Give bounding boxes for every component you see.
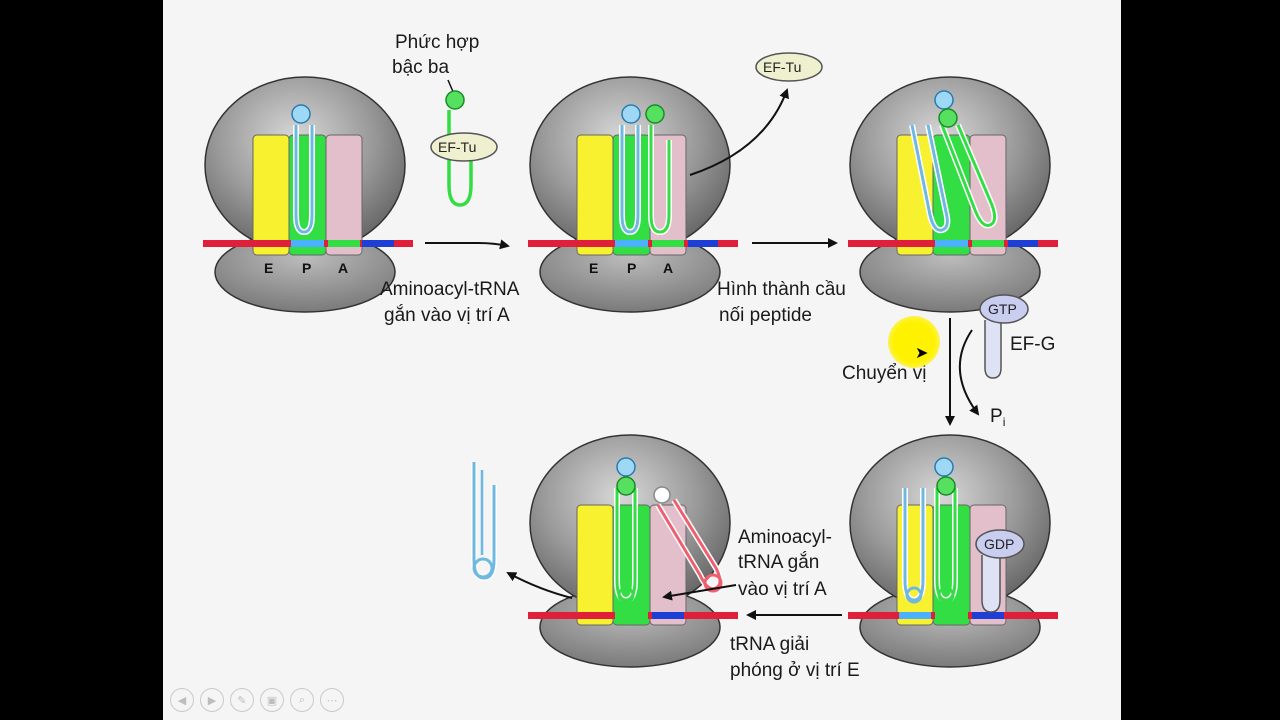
step1-label-2: gắn vào vị trí A (384, 304, 510, 326)
arrow-ef-tu-release (689, 88, 789, 176)
mrna-codon-p (291, 240, 324, 247)
mrna-codon-e (328, 240, 360, 247)
ef-g-label: EF-G (1010, 334, 1055, 355)
mrna-codon-p (615, 612, 648, 619)
gtp-label: GTP (988, 301, 1017, 317)
trna-exit (902, 488, 926, 604)
site-p-label: P (302, 260, 311, 276)
ribosome-5 (528, 434, 738, 668)
e-site (252, 134, 290, 256)
ternary-complex: Phức hợp bậc ba EF-Tu (392, 32, 498, 207)
trna-released (471, 462, 497, 582)
ribosome-4: GDP (848, 434, 1058, 668)
amino-acid (445, 90, 465, 110)
a-site (325, 134, 363, 256)
arrow-trna-release (506, 572, 573, 599)
step4-label-1: Aminoacyl- (738, 527, 832, 548)
mrna-codon-a (652, 240, 684, 247)
step4-label-3: vào vị trí A (738, 579, 827, 600)
presentation-toolbar: ◀▶✎▣⌕⋯ (170, 688, 344, 716)
mrna-codon-a (362, 240, 394, 247)
mrna-codon-p (615, 240, 648, 247)
trna-peptidyl (291, 104, 315, 236)
ef-tu-released-pill (755, 52, 823, 82)
ef-tu-label: EF-Tu (438, 139, 476, 155)
mrna-codon-a (972, 612, 1004, 619)
amino-acid (936, 476, 956, 496)
ef-tu-pill (430, 132, 498, 162)
trna-peptidyl-a (934, 90, 998, 229)
mrna-codon-p (935, 612, 968, 619)
trna-peptidyl (619, 104, 641, 236)
gdp-label: GDP (984, 536, 1014, 552)
gtp-pill (979, 294, 1029, 324)
cursor-icon: ➤ (915, 343, 929, 362)
amino-acid (291, 104, 311, 124)
step2-label-1: Hình thành cầu (717, 279, 846, 300)
amino-acid (938, 108, 958, 128)
trna-aminoacyl (645, 104, 677, 236)
site-a-label: A (338, 260, 348, 276)
p-site (612, 134, 651, 256)
arrow-step-1 (425, 239, 510, 250)
ribosome-2: E P A (528, 76, 738, 313)
gdp-pill (975, 529, 1025, 559)
translation-elongation-diagram: E P A Phức hợp bậc ba EF-Tu Aminoacyl-tR… (203, 32, 1058, 681)
amino-acid (934, 90, 954, 110)
more-icon[interactable]: ⋯ (320, 688, 344, 712)
ef-g-gtp: GTP EF-G (979, 294, 1055, 379)
amino-acid (616, 476, 636, 496)
site-e-label: E (264, 260, 273, 276)
amino-acid (653, 486, 671, 504)
site-p-label: P (627, 260, 636, 276)
mrna-codon-next (1008, 240, 1038, 247)
step5-label-2: phóng ở vị trí E (730, 660, 860, 681)
slides-icon[interactable]: ▣ (260, 688, 284, 712)
mrna-codon-a (652, 612, 684, 619)
e-site (576, 134, 614, 256)
trna-peptidyl (614, 457, 638, 604)
amino-acid (645, 104, 665, 124)
pointer-highlight (888, 316, 940, 368)
next-icon[interactable]: ▶ (200, 688, 224, 712)
zoom-icon[interactable]: ⌕ (290, 688, 314, 712)
step2-label-2: nối peptide (719, 305, 812, 326)
ternary-complex-label-2: bậc ba (392, 57, 449, 78)
mrna-codon-a (972, 240, 1004, 247)
mrna-codon-e (899, 612, 931, 619)
trna-deacylated (909, 124, 951, 234)
e-site (576, 504, 614, 626)
amino-acid (934, 457, 954, 477)
ribosome-3 (848, 76, 1058, 313)
site-a-label: A (663, 260, 673, 276)
ternary-complex-label-1: Phức hợp (395, 32, 479, 53)
ribosome-1: E P A (203, 76, 413, 313)
prev-icon[interactable]: ◀ (170, 688, 194, 712)
trna-peptidyl (934, 457, 958, 604)
mrna-codon-next (688, 240, 718, 247)
slide: E P A Phức hợp bậc ba EF-Tu Aminoacyl-tR… (163, 0, 1121, 720)
amino-acid (621, 104, 641, 124)
arrow-step-4 (662, 584, 737, 601)
arrow-pi-release (958, 329, 980, 416)
step4-label-2: tRNA gắn (738, 551, 819, 573)
amino-acid (616, 457, 636, 477)
ef-g-gdp: GDP (975, 529, 1025, 613)
step1-label-1: Aminoacyl-tRNA (380, 279, 520, 300)
ef-tu-released-label: EF-Tu (763, 59, 801, 75)
pi-label: Pi (990, 406, 1005, 429)
mrna-codon-p (935, 240, 968, 247)
step5-label-1: tRNA giải (730, 634, 809, 655)
pen-icon[interactable]: ✎ (230, 688, 254, 712)
site-e-label: E (589, 260, 598, 276)
translocation-label: Chuyển vị (842, 363, 927, 384)
